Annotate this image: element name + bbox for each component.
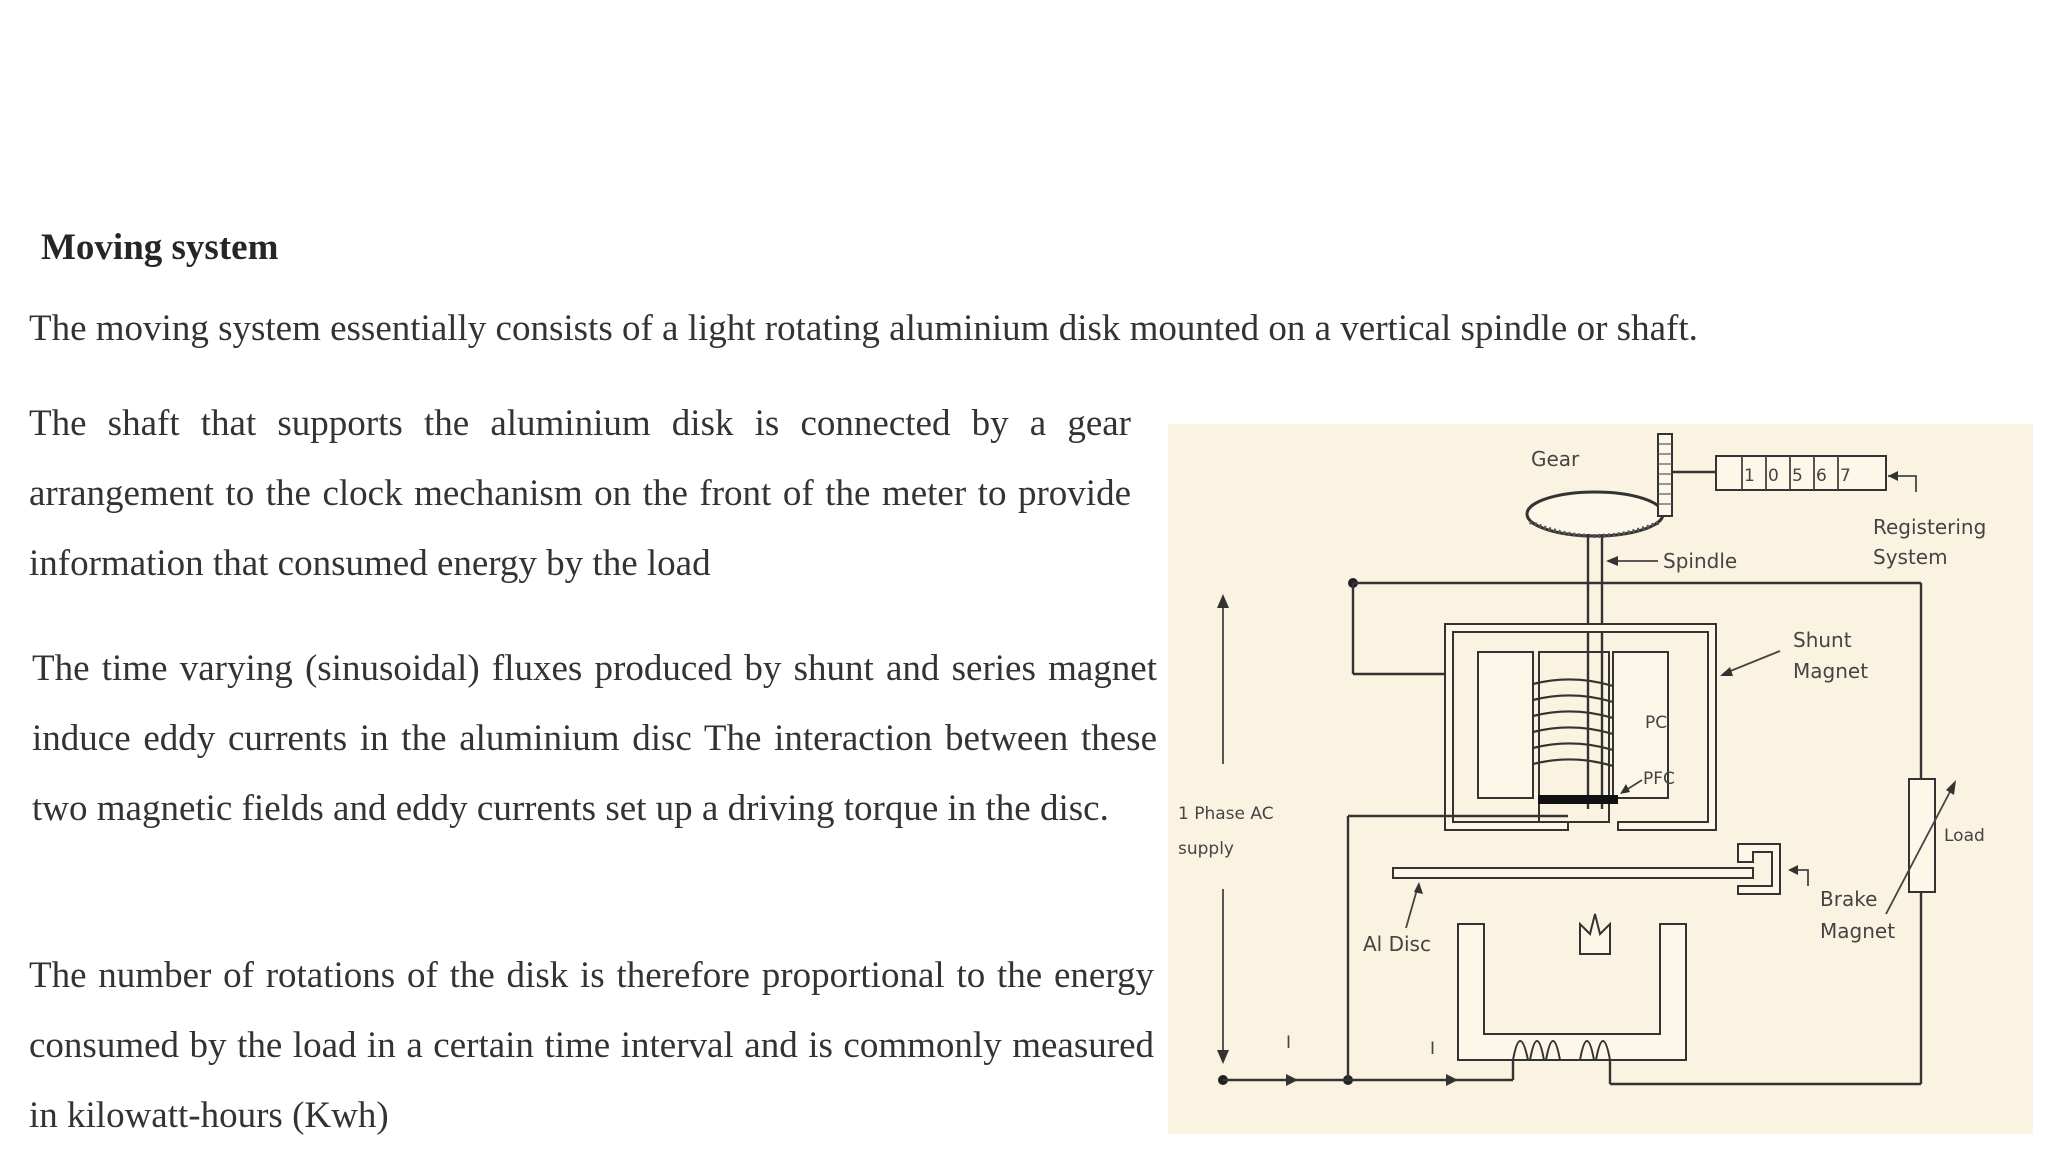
paragraph-energy-measurement: The number of rotations of the disk is t…	[29, 955, 1154, 1136]
pfc-label: PFC	[1643, 769, 1675, 789]
paragraph-gear-arrangement: The shaft that supports the aluminium di…	[29, 403, 1131, 584]
registering-label-line1: Registering	[1873, 515, 1986, 539]
pfc-bar	[1538, 795, 1618, 804]
pc-label: PC	[1645, 713, 1667, 733]
register-digit: 5	[1792, 466, 1803, 486]
energy-meter-diagram: 1 0 5 6 7 Gear Registering System Spindl…	[1168, 424, 2033, 1134]
register-digit: 0	[1768, 466, 1779, 486]
supply-label-line1: 1 Phase AC	[1178, 804, 1274, 824]
register-digit: 1	[1744, 466, 1755, 486]
register-digit: 6	[1816, 466, 1827, 486]
current-label-left: I	[1286, 1033, 1291, 1053]
supply-label-line2: supply	[1178, 839, 1234, 859]
current-coil	[1512, 1040, 1611, 1061]
load-variable-arrow	[1885, 785, 1954, 915]
section-heading: Moving system	[41, 227, 279, 268]
register-box	[1715, 455, 1887, 491]
shunt-magnet-label-line1: Shunt	[1793, 628, 1852, 652]
brake-magnet-label-line1: Brake	[1820, 887, 1877, 911]
aluminium-disc	[1392, 867, 1754, 879]
spindle-label: Spindle	[1663, 549, 1737, 573]
intro-paragraph: The moving system essentially consists o…	[29, 308, 1698, 349]
al-disc-label: Al Disc	[1363, 932, 1431, 956]
series-magnet	[1457, 923, 1687, 1061]
shunt-magnet-frame	[1444, 623, 1717, 831]
register-digit: 7	[1840, 466, 1851, 486]
energy-meter-diagram-svg: 1 0 5 6 7 Gear Registering System Spindl…	[1178, 433, 1986, 1086]
load-label: Load	[1944, 826, 1985, 846]
brake-magnet	[1737, 843, 1781, 895]
shunt-magnet-arrow	[1722, 650, 1781, 675]
gear-teeth	[1529, 520, 1661, 538]
load-resistor	[1908, 778, 1936, 893]
pressure-coil	[1532, 678, 1614, 768]
register-arrow	[1888, 475, 1917, 492]
current-label-right: I	[1430, 1039, 1435, 1059]
brake-magnet-label-line2: Magnet	[1820, 919, 1895, 943]
bearing	[1579, 913, 1611, 955]
paragraph-driving-torque: The time varying (sinusoidal) fluxes pro…	[32, 648, 1157, 829]
shunt-magnet-label-line2: Magnet	[1793, 659, 1868, 683]
registering-label-line2: System	[1873, 545, 1948, 569]
gear-label: Gear	[1531, 447, 1580, 471]
